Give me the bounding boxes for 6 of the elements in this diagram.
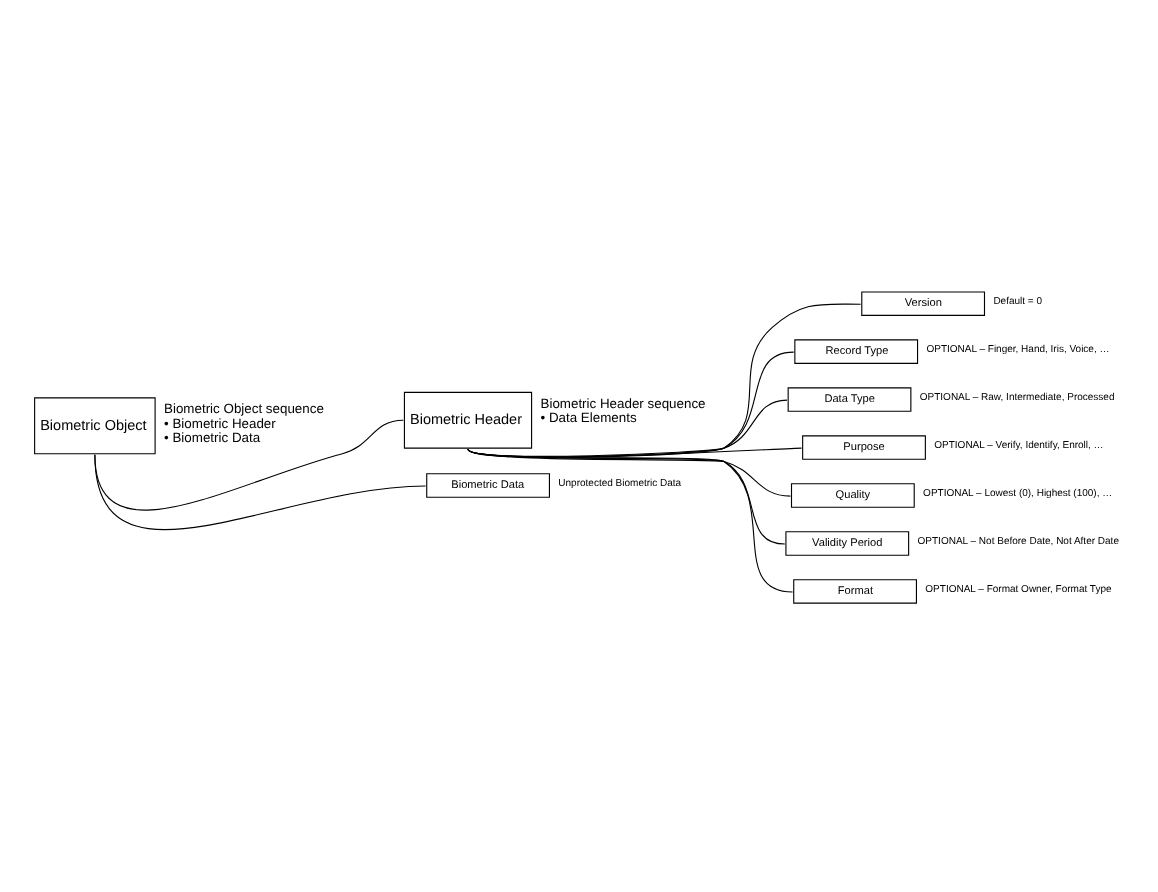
connector (467, 447, 791, 496)
connector (467, 302, 862, 457)
connector (94, 418, 404, 510)
connector (94, 453, 427, 529)
connector (467, 446, 803, 457)
connector (467, 447, 794, 592)
